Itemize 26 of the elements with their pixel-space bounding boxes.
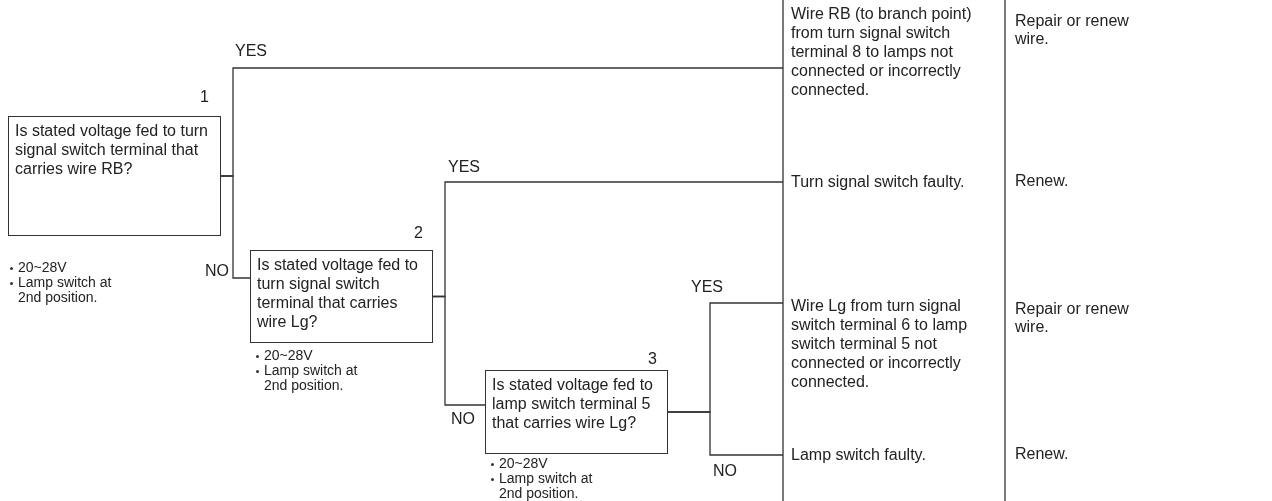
question-box — [250, 250, 433, 343]
question-text: Is stated voltage fed to turn signal switch terminal that carries wire RB? — [15, 122, 208, 177]
condition-note: Lamp switch at 2nd position. — [8, 275, 133, 305]
condition-note: 20~28V — [489, 456, 614, 471]
step-number: 2 — [414, 224, 423, 242]
connector-line — [432, 295, 486, 406]
result-text: Wire Lg from turn signal switch terminal 6 to lamp switch terminal 5 not connected or incorrectly connected. — [791, 297, 968, 390]
remedy-text: Renew. — [1015, 445, 1070, 463]
remedy-text: Repair or renew wire. — [1015, 12, 1130, 48]
condition-note: Lamp switch at 2nd position. — [254, 363, 379, 393]
question-box — [485, 370, 668, 454]
result-text: Turn signal switch faulty. — [791, 173, 965, 190]
question-text: Is stated voltage fed to turn signal switch terminal that carries wire Lg? — [257, 256, 418, 330]
condition-note: 20~28V — [8, 260, 133, 275]
remedy-text: Repair or renew wire. — [1015, 300, 1130, 336]
connector-line — [220, 175, 251, 279]
condition-note: 20~28V — [254, 348, 379, 363]
connector-line — [667, 411, 784, 456]
result-text: Lamp switch faulty. — [791, 446, 926, 463]
step-number: 3 — [648, 350, 657, 368]
remedy-text: Renew. — [1015, 172, 1070, 190]
question-text: Is stated voltage fed to lamp switch terminal 5 that carries wire Lg? — [492, 376, 653, 431]
question-box — [8, 116, 221, 236]
condition-note: Lamp switch at 2nd position. — [489, 471, 614, 501]
result-text: Wire RB (to branch point) from turn signal switch terminal 8 to lamps not connected or incorrectly connected. — [791, 5, 972, 98]
step-number: 1 — [200, 88, 209, 106]
